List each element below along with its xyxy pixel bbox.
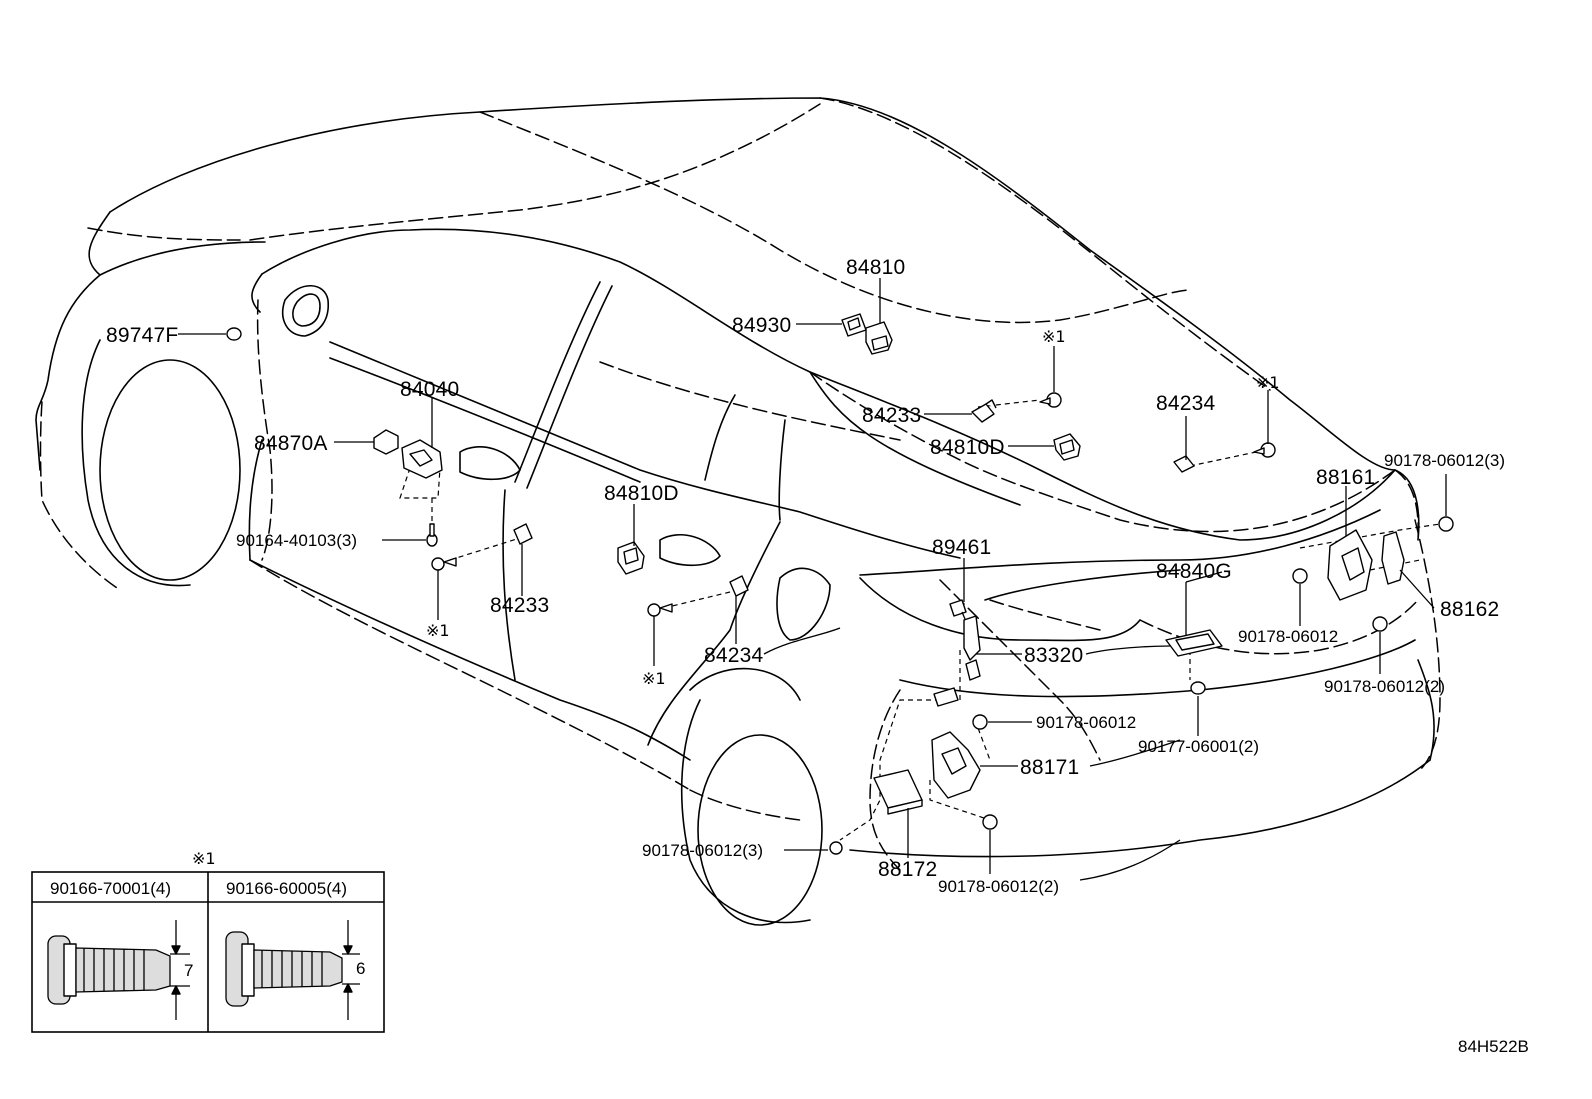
nut-90178-right-b [1372, 616, 1388, 632]
screw-90166-60005-drawing: 6 [225, 920, 365, 1020]
label-84810D-lower: 84810D [604, 482, 679, 505]
label-88161: 88161 [1316, 466, 1375, 489]
nut-90177 [1190, 681, 1206, 695]
label-88171: 88171 [1020, 756, 1079, 779]
part-labels: 84810 84930 89747F 84040 84870A 90164-40… [106, 256, 1505, 896]
label-90178-06012-mid: 90178-06012 [1036, 713, 1136, 732]
label-84040: 84040 [400, 378, 459, 401]
switch-84810D-upper [1053, 433, 1081, 461]
label-84233-upper: 84233 [862, 404, 921, 427]
label-84810D-upper: 84810D [930, 436, 1005, 459]
label-84930: 84930 [732, 314, 791, 337]
bolt-lower [647, 603, 673, 617]
label-84810: 84810 [846, 256, 905, 279]
bracket-88162 [1381, 531, 1405, 585]
car-body-outline [35, 97, 1435, 926]
nut-90178-lower [982, 814, 998, 830]
connector-84233-upper [971, 399, 997, 423]
table-note-marker: ※1 [192, 849, 216, 868]
bracket-88171 [931, 731, 981, 799]
switch-84930 [841, 313, 867, 337]
nut-90178-right-a [1292, 568, 1308, 584]
screw-90166-70001-drawing: 7 [47, 920, 193, 1020]
label-90164-40103: 90164-40103(3) [236, 531, 357, 550]
dimension-7: 7 [184, 961, 193, 980]
bracket-84870A [373, 429, 399, 455]
label-88172: 88172 [878, 858, 937, 881]
label-84234-lower: 84234 [704, 644, 764, 667]
note-marker-lower: ※1 [642, 669, 666, 688]
label-89747F: 89747F [106, 324, 178, 347]
switch-84040 [401, 439, 443, 479]
dimension-6: 6 [356, 959, 365, 978]
table-header-col2: 90166-60005(4) [226, 879, 347, 898]
screw-90164 [426, 523, 438, 547]
connector-84234-upper [1173, 455, 1195, 473]
label-90178-06012-2-lower: 90178-06012(2) [938, 877, 1059, 896]
label-84233-left: 84233 [490, 594, 549, 617]
phantom-lines [39, 97, 1441, 871]
note-marker-left: ※1 [426, 621, 450, 640]
label-90178-06012-3-left: 90178-06012(3) [642, 841, 763, 860]
connector-84234-lower [729, 575, 749, 597]
label-90178-06012-3-right: 90178-06012(3) [1384, 451, 1505, 470]
switch-84810D-lower [617, 541, 645, 575]
diagram-code: 84H522B [1458, 1037, 1529, 1056]
switch-84840G [1165, 629, 1223, 657]
connector-84233-left [513, 523, 533, 545]
bolt-upper [1039, 392, 1062, 408]
label-83320: 83320 [1024, 644, 1083, 667]
label-84234-upper: 84234 [1156, 392, 1216, 415]
nut-90178-bottom [829, 841, 843, 855]
label-90178-06012-2-right: 90178-06012(2) [1324, 677, 1445, 696]
label-90177-06001: 90177-06001(2) [1138, 737, 1259, 756]
module-88172 [873, 769, 923, 815]
leader-lines [178, 278, 1447, 881]
note-marker-upper: ※1 [1042, 327, 1066, 346]
nut-90178-mid [972, 714, 988, 730]
label-84840G: 84840G [1156, 560, 1232, 583]
label-88162: 88162 [1440, 598, 1499, 621]
nut-90178-top-right [1438, 516, 1454, 532]
harness-83320 [933, 615, 981, 707]
label-90178-06012-right: 90178-06012 [1238, 627, 1338, 646]
bolt-right [1253, 442, 1276, 458]
switch-84810 [865, 321, 893, 355]
label-84870A: 84870A [254, 432, 328, 455]
clip-89747F [226, 327, 242, 341]
note-marker-right: ※1 [1256, 373, 1280, 392]
bolt-left [431, 557, 457, 571]
parts [226, 313, 1454, 855]
bracket-88161 [1327, 529, 1373, 601]
table-header-col1: 90166-70001(4) [50, 879, 171, 898]
fastener-detail-table: ※1 90166-70001(4) 90166-60005(4) 7 [31, 849, 385, 1033]
label-89461: 89461 [932, 536, 991, 559]
